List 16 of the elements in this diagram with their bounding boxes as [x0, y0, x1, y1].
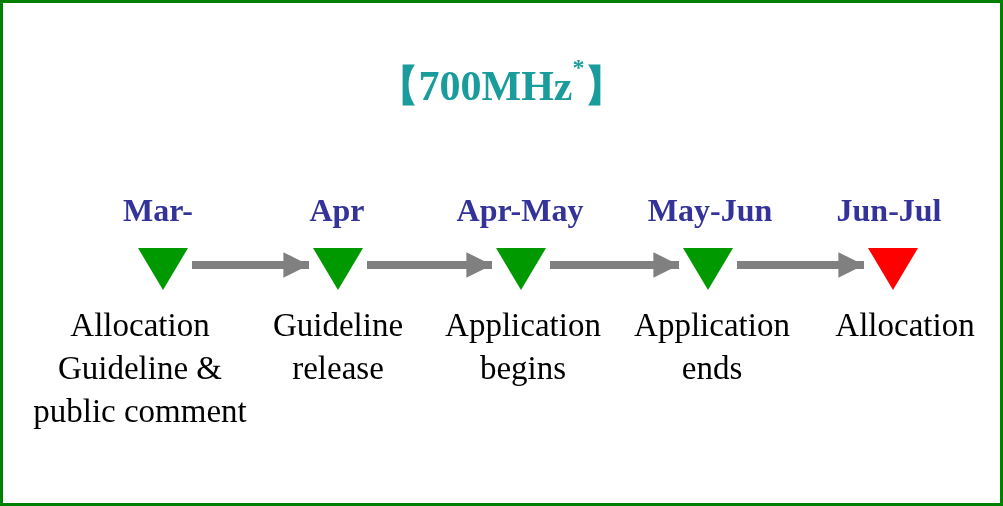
date-label: Mar-	[122, 192, 194, 229]
date-label: May-Jun	[646, 192, 774, 229]
triangle-marker	[496, 248, 546, 290]
title: 【700MHz$^{*}$】	[375, 58, 628, 111]
triangle-marker	[313, 248, 363, 290]
step-description: Guideline release	[271, 306, 405, 388]
step-description: Application begins	[444, 306, 602, 388]
step-description: Application ends	[633, 306, 791, 388]
triangle-marker	[138, 248, 188, 290]
date-label: Apr-May	[455, 192, 585, 229]
step-description: Allocation Guideline & public comment	[32, 306, 248, 431]
triangle-marker	[868, 248, 918, 290]
triangle-marker	[683, 248, 733, 290]
date-label: Apr	[308, 192, 366, 229]
step-description: Allocation	[834, 306, 976, 345]
date-label: Jun-Jul	[835, 192, 943, 229]
